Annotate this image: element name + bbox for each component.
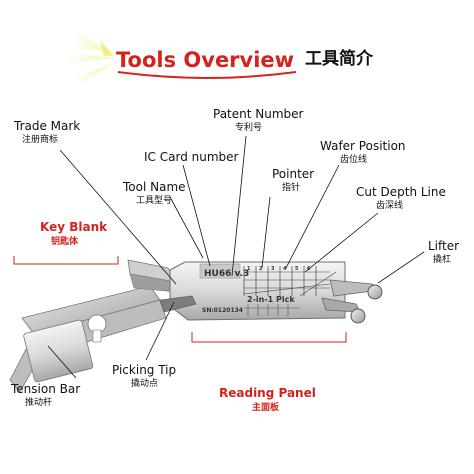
pick-label-marking: 2-in-1 Pick — [247, 295, 295, 304]
wafer-position-label: Wafer Position — [320, 139, 406, 153]
scale-number: 3 — [271, 266, 275, 272]
tool-name-label-cn: 工具型号 — [136, 196, 173, 206]
picking-tip-label-cn: 撬动点 — [131, 379, 159, 389]
scale-number: 5 — [295, 266, 299, 272]
trade-mark-label-cn: 注册商标 — [22, 135, 59, 145]
title-decoration — [66, 28, 297, 82]
scale-number: 2 — [259, 266, 263, 272]
reading-panel-shape: HU66 v.3 2-in-1 Pick SN:0120134 1 2 3 4 … — [169, 261, 346, 321]
cut-depth-line-label: Cut Depth Line — [356, 185, 446, 199]
patent-number-label-cn: 专利号 — [235, 123, 263, 133]
tool-model-marking: HU66 v.3 — [204, 269, 249, 279]
scale-grid — [243, 266, 337, 297]
diagram-title-chinese: 工具简介 — [305, 49, 373, 69]
serial-marking: SN:0120134 — [202, 307, 243, 314]
picking-tip-label: Picking Tip — [112, 363, 177, 377]
patent-number-label: Patent Number — [213, 107, 304, 121]
tension-bar-label: Tension Bar — [11, 382, 81, 396]
lifter-shape — [321, 279, 383, 324]
scale-number: 1 — [247, 266, 251, 272]
key-blank-label-cn: 钥匙体 — [51, 237, 79, 247]
reading-panel-label-cn: 主面板 — [252, 403, 280, 413]
reading-panel-label: Reading Panel — [219, 386, 316, 400]
tool-name-label: Tool Name — [123, 180, 186, 194]
lifter-label: Lifter — [428, 239, 460, 253]
pointer-label-cn: 指针 — [282, 183, 301, 193]
cut-depth-line-label-cn: 齿深线 — [376, 201, 404, 211]
tension-bar-label-cn: 推动杆 — [25, 398, 53, 408]
lifter-label-cn: 撬杠 — [433, 255, 452, 265]
picking-tip-shape — [159, 295, 197, 313]
diagram-title: Tools Overview — [116, 48, 295, 72]
ic-card-number-label: IC Card number — [144, 150, 239, 164]
lower-scale — [244, 304, 300, 316]
wafer-position-label-cn: 齿位线 — [340, 155, 368, 165]
leader-lines — [13, 135, 425, 379]
scale-number: 4 — [283, 266, 287, 272]
key-blank-label: Key Blank — [40, 220, 108, 234]
trade-mark-label: Trade Mark — [14, 119, 81, 133]
pointer-label: Pointer — [272, 167, 315, 181]
tension-bar-shape — [9, 285, 167, 393]
